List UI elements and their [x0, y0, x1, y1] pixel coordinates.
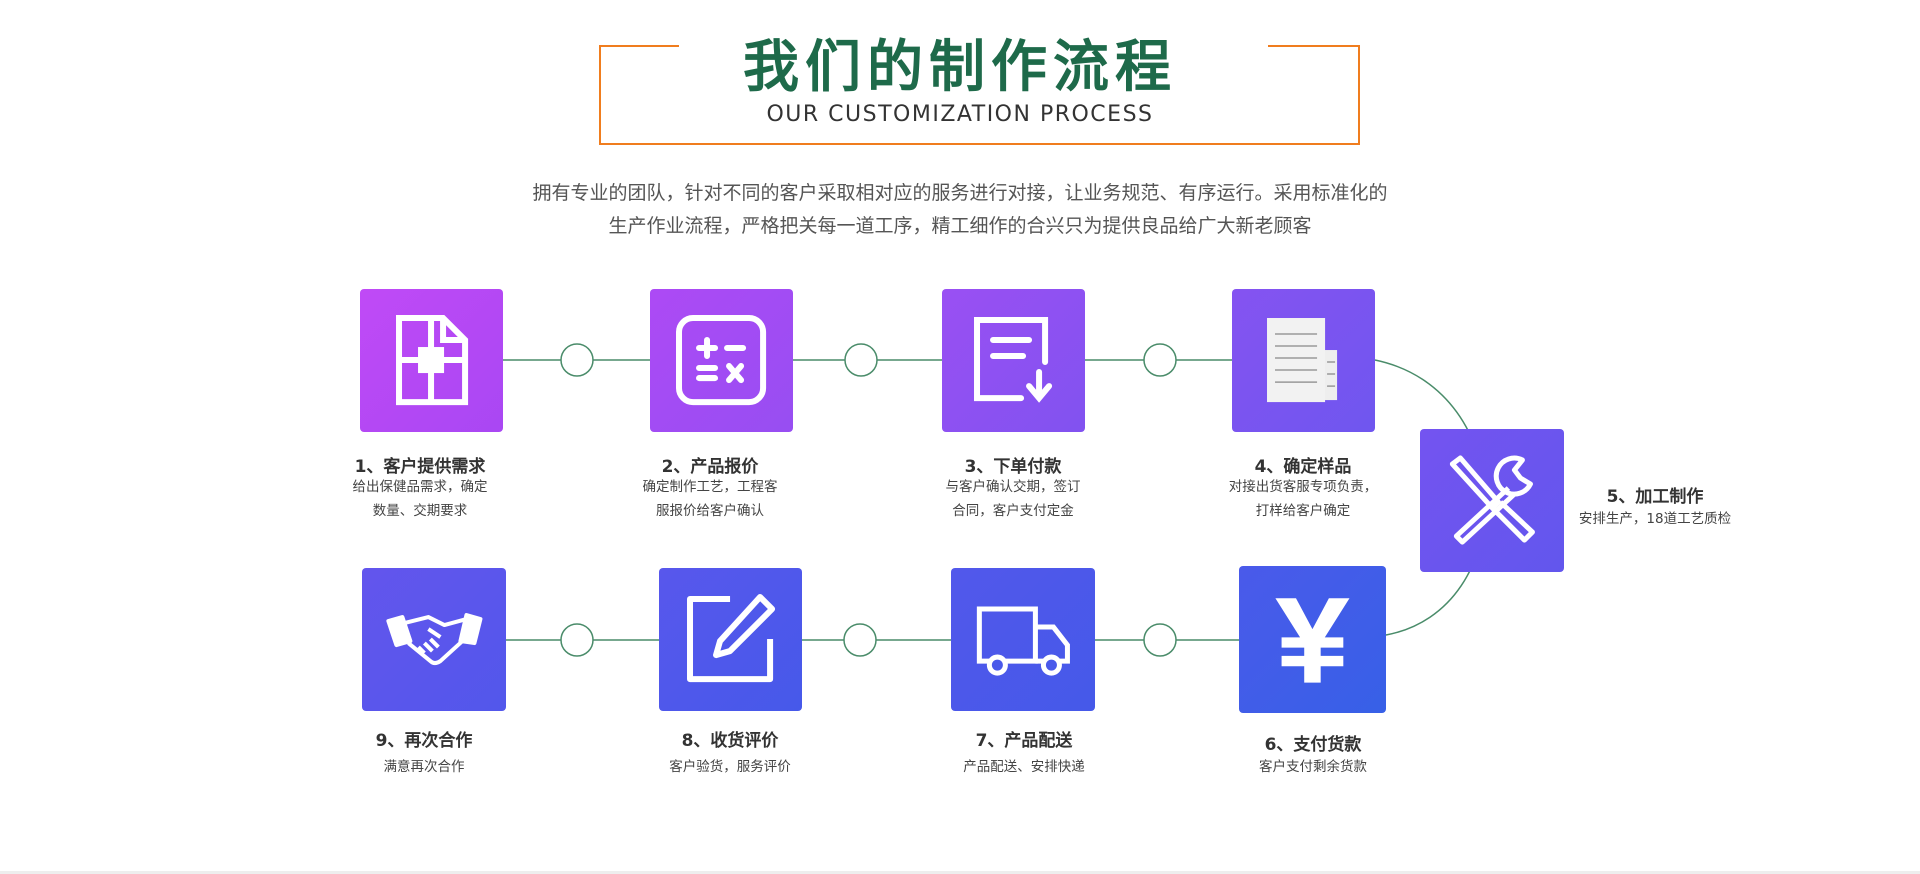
step-desc: 给出保健品需求，确定数量、交期要求 [352, 479, 488, 519]
bottom-divider [0, 871, 1920, 874]
order-download-icon [942, 289, 1085, 432]
step-title: 5、加工制作 [1606, 487, 1704, 507]
connector-node [843, 623, 877, 657]
step-desc: 对接出货客服专项负责，打样给客户确定 [1228, 479, 1378, 519]
step-title: 8、收货评价 [681, 731, 779, 751]
handshake-icon [362, 568, 506, 711]
intro-line-1: 拥有专业的团队，针对不同的客户采取相对应的服务进行对接，让业务规范、有序运行。采… [532, 182, 1388, 204]
page-subtitle: OUR CUSTOMIZATION PROCESS [766, 102, 1154, 127]
step-desc: 客户验货，服务评价 [669, 759, 791, 775]
connector-node [844, 343, 878, 377]
title-bracket-frame [599, 45, 1360, 145]
edit-icon [659, 568, 802, 711]
page-title: 我们的制作流程 [0, 22, 1920, 103]
bracket-top-right [1268, 45, 1360, 47]
step-title: 1、客户提供需求 [354, 457, 486, 477]
intro-line-2: 生产作业流程，严格把关每一道工序，精工细作的合兴只为提供良品给广大新老顾客 [608, 215, 1312, 237]
step-title: 9、再次合作 [375, 731, 473, 751]
sample-documents-icon [1232, 289, 1375, 432]
connector-node [1143, 623, 1177, 657]
step-desc: 确定制作工艺，工程客服报价给客户确认 [642, 479, 778, 519]
tools-icon [1420, 429, 1564, 572]
connector-node [560, 623, 594, 657]
step-title: 7、产品配送 [975, 731, 1073, 751]
step-desc: 与客户确认交期，签订合同，客户支付定金 [945, 479, 1081, 519]
page-title-text: 我们的制作流程 [723, 35, 1197, 100]
step-desc: 客户支付剩余货款 [1259, 759, 1367, 775]
step-title: 2、产品报价 [661, 457, 759, 477]
yen-icon [1239, 566, 1386, 713]
calculator-icon [650, 289, 793, 432]
step-title: 3、下单付款 [964, 457, 1062, 477]
connector-node [1143, 343, 1177, 377]
step-desc: 安排生产，18道工艺质检 [1578, 511, 1732, 527]
connector-node [560, 343, 594, 377]
step-title: 6、支付货款 [1264, 735, 1362, 755]
truck-icon [951, 568, 1095, 711]
bracket-top-left [599, 45, 679, 47]
step-desc: 满意再次合作 [383, 759, 465, 775]
step-title: 4、确定样品 [1254, 457, 1352, 477]
document-layout-icon [360, 289, 503, 432]
step-desc: 产品配送、安排快递 [963, 759, 1085, 775]
